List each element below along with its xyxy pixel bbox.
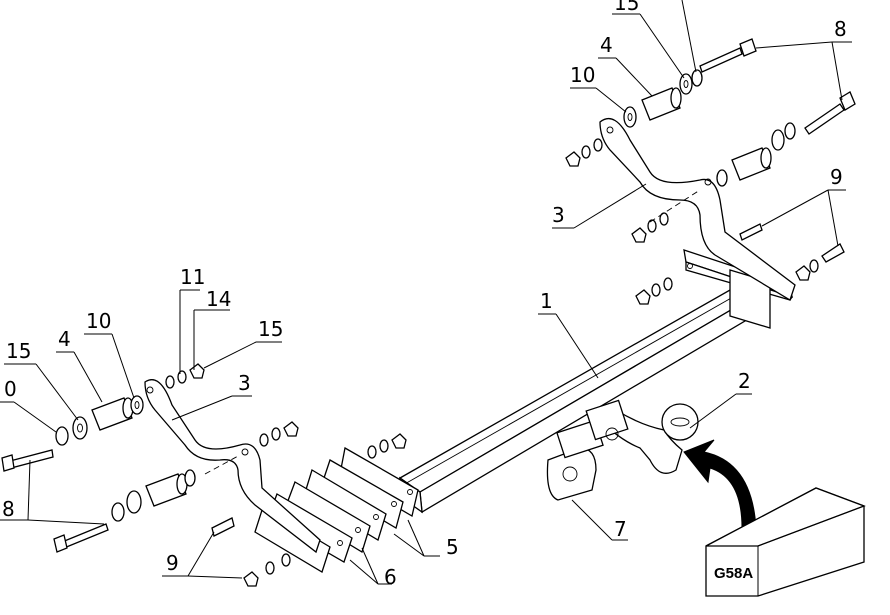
label-5: 5 bbox=[446, 535, 459, 559]
left-bracket bbox=[144, 379, 321, 554]
label-7: 7 bbox=[614, 517, 627, 541]
label-14: 14 bbox=[206, 287, 231, 311]
bolt-left-lower bbox=[53, 523, 109, 553]
label-15-right: 15 bbox=[614, 0, 639, 15]
label-3-right: 3 bbox=[552, 203, 565, 227]
bolt-right-upper bbox=[699, 38, 757, 73]
left-plates bbox=[254, 446, 419, 573]
right-bracket bbox=[599, 117, 796, 301]
label-15-left: 15 bbox=[258, 317, 283, 341]
label-3-left: 3 bbox=[238, 371, 251, 395]
label-6: 6 bbox=[384, 565, 397, 589]
washers bbox=[55, 69, 796, 522]
label-2: 2 bbox=[738, 369, 751, 393]
label-1: 1 bbox=[540, 289, 553, 313]
callout-lines bbox=[0, 0, 852, 585]
label-4-left: 4 bbox=[58, 327, 71, 351]
callout-numbers: 1 2 3 3 4 4 5 6 7 8 8 9 9 10 10 0 11 14 … bbox=[2, 0, 847, 589]
spacer-tube-right-upper bbox=[641, 87, 682, 121]
label-9-right: 9 bbox=[830, 165, 843, 189]
nut-stacks bbox=[189, 138, 845, 587]
label-8-left: 8 bbox=[2, 497, 15, 521]
label-8-right: 8 bbox=[834, 17, 847, 41]
label-10-far-left: 0 bbox=[4, 377, 17, 401]
label-11: 11 bbox=[180, 265, 205, 289]
socket-plate bbox=[546, 399, 629, 501]
spacer-tube-left-upper bbox=[91, 397, 134, 431]
bolt-left-upper bbox=[1, 449, 54, 472]
label-9-left: 9 bbox=[166, 551, 179, 575]
label-15-far-left: 15 bbox=[6, 339, 31, 363]
product-box: G58A bbox=[705, 487, 866, 597]
label-10-left: 10 bbox=[86, 309, 111, 333]
product-code: G58A bbox=[714, 565, 753, 582]
label-10-right: 10 bbox=[570, 63, 595, 87]
label-4-right: 4 bbox=[600, 33, 613, 57]
curved-arrow bbox=[683, 439, 757, 529]
bolt-right-lower bbox=[804, 91, 856, 135]
spacer-tube-left-lower bbox=[145, 473, 188, 507]
spacer-tube-right-lower bbox=[731, 147, 772, 181]
